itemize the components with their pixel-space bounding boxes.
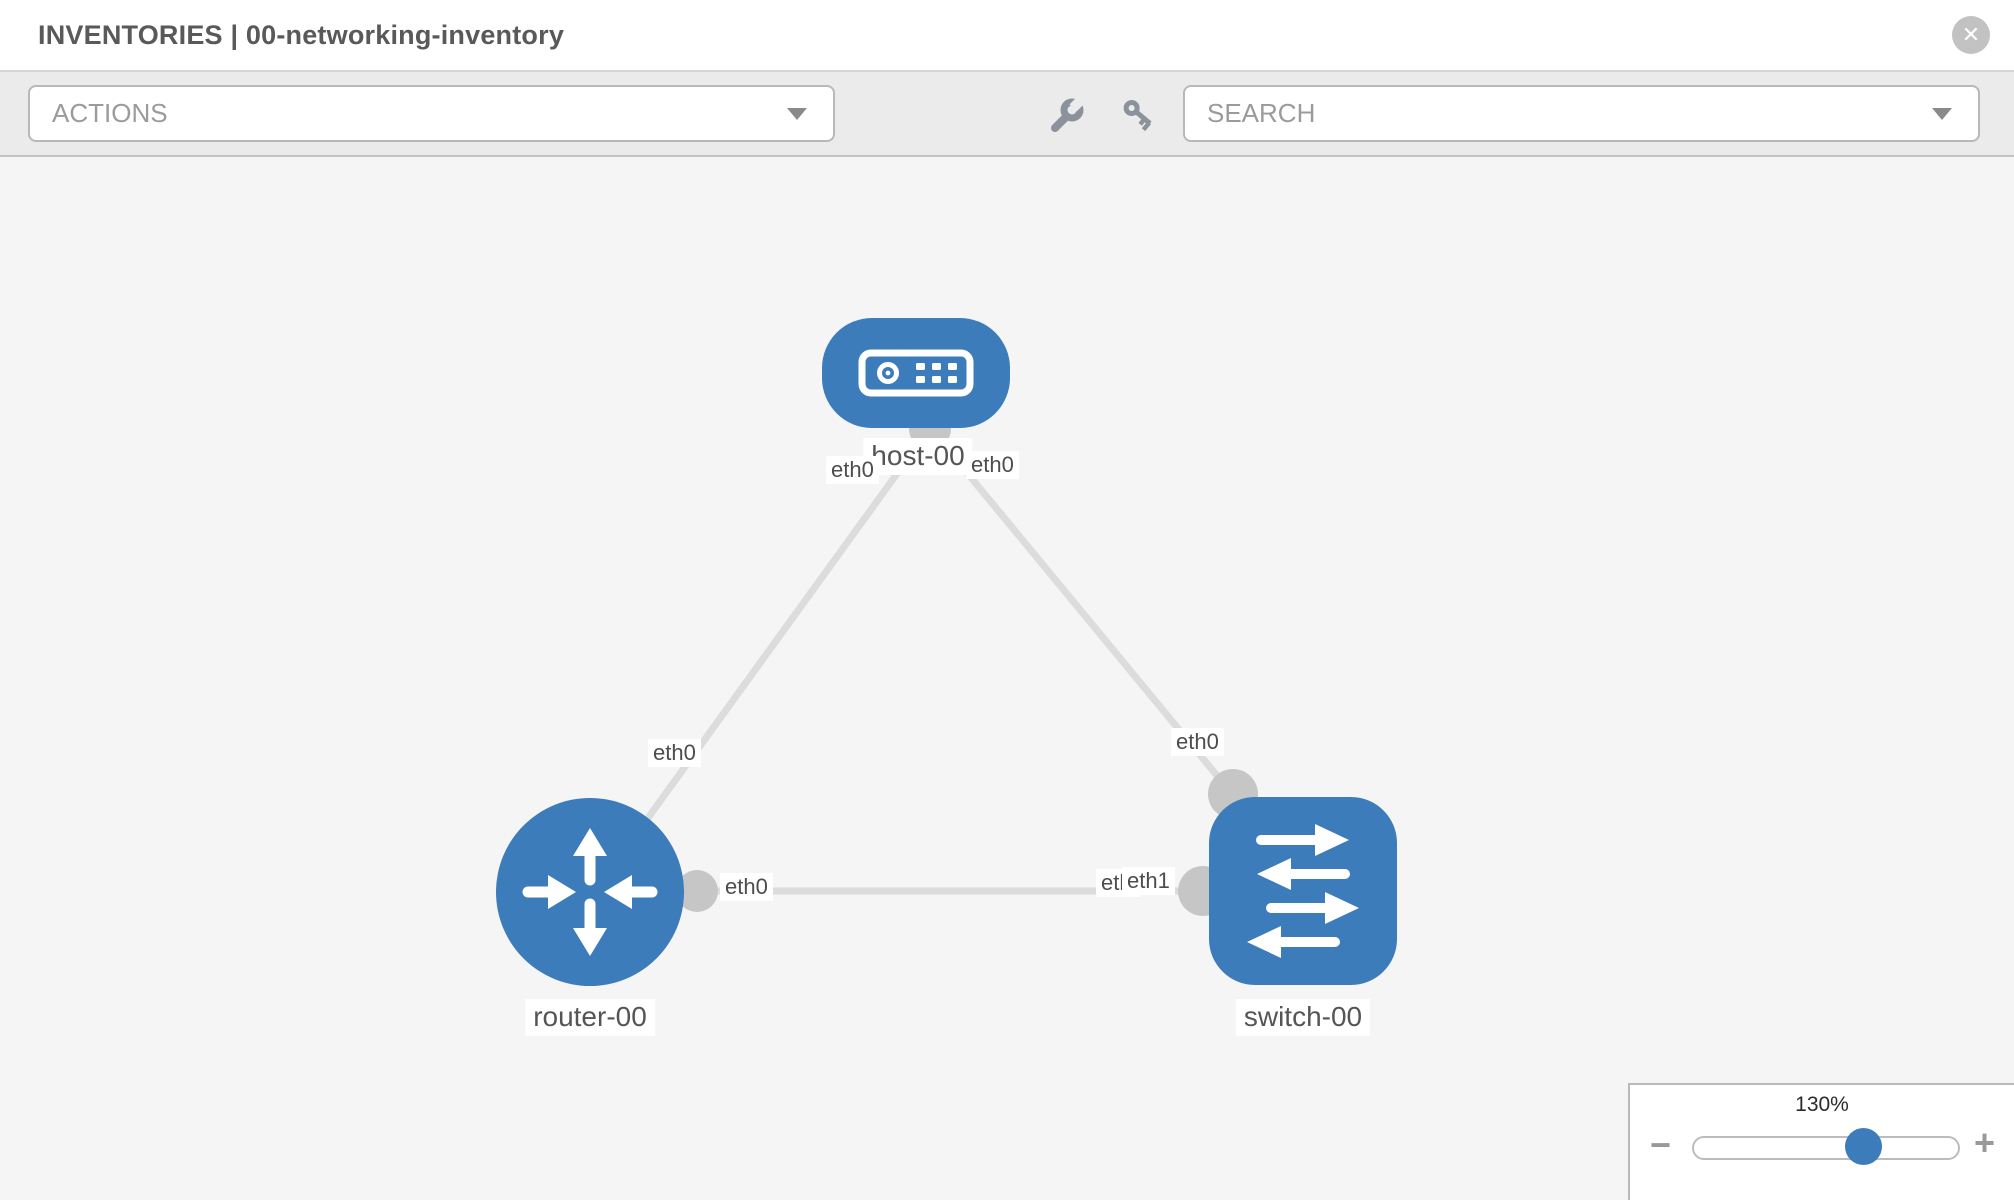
key-icon	[1123, 100, 1152, 132]
zoom-in-button[interactable]: +	[1974, 1122, 1996, 1163]
if-label-link-router-eth0: eth0	[648, 739, 701, 768]
if-label-switch-eth1: eth1	[1122, 867, 1175, 896]
if-label-router-eth0: eth0	[720, 873, 773, 902]
search-input[interactable]: SEARCH	[1207, 98, 1316, 128]
toolbar: ACTIONS SEARCH	[0, 72, 2014, 157]
header: INVENTORIES | 00-networking-inventory ✕	[0, 0, 2014, 72]
chevron-down-icon	[787, 107, 807, 120]
configure-button[interactable]	[1048, 98, 1084, 134]
zoom-slider-handle[interactable]	[1845, 1128, 1882, 1165]
key-button[interactable]	[1120, 98, 1156, 134]
actions-dropdown[interactable]: ACTIONS	[28, 85, 835, 142]
page-title: INVENTORIES | 00-networking-inventory	[38, 19, 565, 50]
link-host-router[interactable]	[590, 425, 933, 897]
connector-router-eth0	[676, 870, 718, 912]
host-icon	[858, 349, 974, 397]
chevron-down-icon	[1932, 107, 1952, 120]
zoom-out-button[interactable]: −	[1650, 1124, 1672, 1165]
zoom-level: 130%	[1795, 1093, 1849, 1116]
actions-dropdown-label: ACTIONS	[52, 98, 168, 128]
switch-icon	[1247, 824, 1359, 958]
search-dropdown[interactable]: SEARCH	[1183, 85, 1980, 142]
zoom-slider-track[interactable]	[1692, 1136, 1960, 1160]
wrench-icon	[1051, 98, 1084, 132]
if-label-host-eth0-left: eth0	[826, 456, 879, 485]
topology-canvas[interactable]: host-00 router-00 switch-00 eth0 eth0 et…	[0, 157, 2014, 1200]
close-button[interactable]: ✕	[1952, 16, 1990, 54]
if-label-host-eth0-right: eth0	[966, 451, 1019, 480]
node-host-00[interactable]	[822, 318, 1010, 428]
node-router-00[interactable]	[496, 798, 684, 986]
router-icon	[522, 828, 658, 956]
topology-graph	[496, 318, 1397, 986]
close-icon: ✕	[1961, 22, 1981, 47]
node-label-host: host-00	[863, 438, 973, 475]
node-switch-00[interactable]	[1209, 797, 1397, 985]
zoom-panel: 130% − +	[1628, 1083, 2014, 1200]
node-label-router: router-00	[525, 999, 655, 1036]
if-label-link-switch-eth0: eth0	[1171, 728, 1224, 757]
node-label-switch: switch-00	[1235, 999, 1371, 1036]
